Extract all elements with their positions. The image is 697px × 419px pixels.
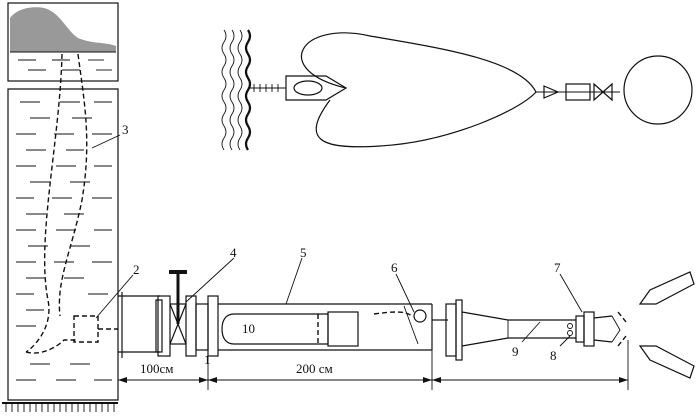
inlet-section-2 bbox=[73, 292, 160, 358]
main-tube-5 bbox=[218, 303, 448, 351]
jet-deflectors bbox=[638, 271, 695, 379]
label-8: 8 bbox=[550, 348, 557, 363]
supply-pipe-3 bbox=[25, 53, 88, 353]
model-10 bbox=[221, 313, 329, 345]
label-6: 6 bbox=[391, 260, 398, 275]
schematic-waves bbox=[221, 29, 252, 151]
ground-base bbox=[2, 402, 118, 412]
dimension-200cm: 200 см bbox=[296, 361, 333, 376]
schematic-model bbox=[248, 32, 693, 148]
part-labels: 3 2 4 5 6 7 8 9 10 1 bbox=[91, 122, 583, 367]
spool-1 bbox=[195, 295, 219, 357]
nozzle-7 bbox=[575, 311, 627, 347]
label-3: 3 bbox=[122, 122, 129, 137]
dimension-100cm: 100см bbox=[140, 361, 174, 376]
label-7: 7 bbox=[554, 260, 561, 275]
upper-reservoir bbox=[7, 2, 119, 82]
label-5: 5 bbox=[300, 245, 307, 260]
water-column-tank bbox=[7, 88, 119, 401]
label-10: 10 bbox=[242, 321, 255, 336]
label-2: 2 bbox=[133, 262, 140, 277]
outlet-flanges bbox=[445, 299, 463, 361]
label-9: 9 bbox=[512, 344, 519, 359]
valve-4 bbox=[155, 270, 197, 357]
label-4: 4 bbox=[230, 245, 237, 260]
dimension-line: 100см 200 см bbox=[117, 340, 629, 390]
label-1: 1 bbox=[204, 352, 211, 367]
diffuser-9 bbox=[461, 311, 576, 347]
